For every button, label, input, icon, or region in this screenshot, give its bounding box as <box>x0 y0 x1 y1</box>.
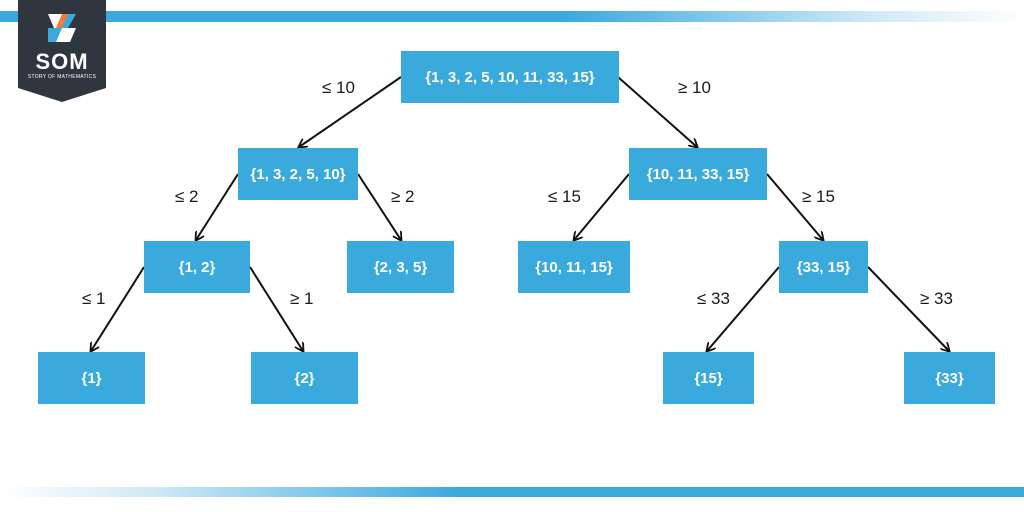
node-rr-right: {33} <box>904 352 995 404</box>
label-left-left: ≤ 2 <box>175 187 199 206</box>
bottom-band <box>0 487 1024 497</box>
node-left: {1, 3, 2, 5, 10} <box>238 148 358 200</box>
som-logo: SOM STORY OF MATHEMATICS <box>18 0 106 102</box>
label-right-left: ≤ 15 <box>548 187 581 206</box>
label-root-left: ≤ 10 <box>322 78 355 97</box>
edge-ll-right <box>249 266 303 351</box>
node-root: {1, 3, 2, 5, 10, 11, 33, 15} <box>401 51 619 103</box>
top-band <box>0 11 1024 22</box>
edge-rr-left <box>707 266 780 351</box>
edge-rr-right <box>867 266 949 351</box>
label-ll-right: ≥ 1 <box>290 289 314 308</box>
label-left-right: ≥ 2 <box>391 187 415 206</box>
label-rr-left: ≤ 33 <box>697 289 730 308</box>
edge-right-right <box>766 173 823 240</box>
label-ll-left: ≤ 1 <box>82 289 106 308</box>
label-right-right: ≥ 15 <box>802 187 835 206</box>
label-root-right: ≥ 10 <box>678 78 711 97</box>
node-left-right: {2, 3, 5} <box>347 241 454 293</box>
edge-right-left <box>574 173 630 240</box>
edge-ll-left <box>91 266 145 351</box>
edge-root-right <box>617 76 697 147</box>
node-ll-right: {2} <box>251 352 358 404</box>
node-right: {10, 11, 33, 15} <box>629 148 767 200</box>
edge-root-left <box>299 76 402 147</box>
node-rr-left: {15} <box>663 352 754 404</box>
edge-left-left <box>196 173 239 240</box>
label-rr-right: ≥ 33 <box>920 289 953 308</box>
node-right-left: {10, 11, 15} <box>518 241 630 293</box>
logo-badge <box>18 0 106 102</box>
edge-left-right <box>357 173 401 240</box>
logo-tagline: STORY OF MATHEMATICS <box>27 74 97 80</box>
logo-name: SOM <box>35 49 89 74</box>
node-ll-left: {1} <box>38 352 145 404</box>
node-right-right: {33, 15} <box>779 241 868 293</box>
node-left-left: {1, 2} <box>144 241 250 293</box>
